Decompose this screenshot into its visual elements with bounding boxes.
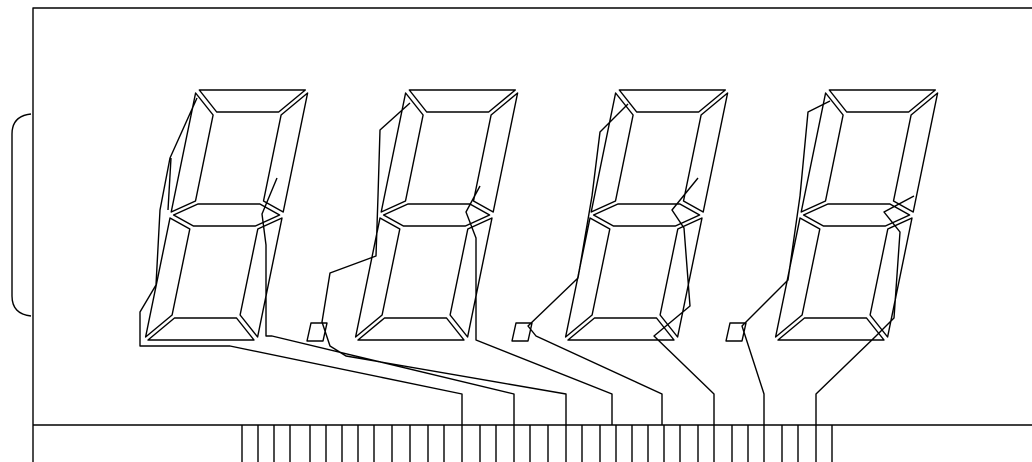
lcd-frame bbox=[11, 7, 1032, 462]
trace-5 bbox=[465, 185, 613, 425]
digit-3-segment-g bbox=[592, 203, 701, 227]
digit-1-segment-d bbox=[147, 317, 255, 341]
digit-1-segment-f bbox=[170, 92, 214, 213]
glass-outline bbox=[32, 7, 1032, 462]
trace-2 bbox=[261, 177, 515, 425]
digit-1-segment-g bbox=[172, 203, 281, 227]
digits bbox=[144, 89, 939, 341]
digit-2-segment-g bbox=[382, 203, 491, 227]
digit-3-segment-c bbox=[659, 217, 703, 338]
digit-2-segment-e bbox=[354, 217, 401, 338]
trace-9 bbox=[815, 195, 915, 425]
decimal-point-3 bbox=[725, 322, 747, 342]
digit-2-segment-a bbox=[408, 89, 516, 113]
digit-2-segment-f bbox=[380, 92, 424, 213]
digit-2 bbox=[354, 89, 519, 341]
digit-1-segment-b bbox=[262, 92, 309, 213]
trace-8 bbox=[741, 100, 831, 425]
digit-3-segment-d bbox=[567, 317, 675, 341]
digit-4-segment-f bbox=[800, 92, 844, 213]
digit-1-segment-c bbox=[239, 217, 283, 338]
digit-4-segment-b bbox=[892, 92, 939, 213]
decimal-point-1 bbox=[306, 322, 328, 342]
digit-1 bbox=[144, 89, 309, 341]
trace-1 bbox=[139, 97, 463, 425]
digit-3-segment-a bbox=[618, 89, 726, 113]
trace-6 bbox=[527, 103, 663, 425]
digit-1-segment-e bbox=[144, 217, 191, 338]
side-tab bbox=[11, 113, 32, 317]
electrode-traces bbox=[139, 97, 915, 425]
digit-3 bbox=[564, 89, 729, 341]
digit-4-segment-g bbox=[802, 203, 911, 227]
digit-4 bbox=[774, 89, 939, 341]
digit-2-segment-b bbox=[472, 92, 519, 213]
trace-4 bbox=[321, 102, 567, 425]
digit-4-segment-c bbox=[869, 217, 913, 338]
digit-2-segment-c bbox=[449, 217, 493, 338]
digit-4-segment-a bbox=[828, 89, 936, 113]
digit-1-segment-a bbox=[198, 89, 306, 113]
digit-2-segment-d bbox=[357, 317, 465, 341]
digit-4-segment-d bbox=[777, 317, 885, 341]
trace-7 bbox=[653, 177, 715, 425]
trace-3 bbox=[167, 157, 172, 211]
connector-pins bbox=[241, 425, 833, 462]
digit-3-segment-f bbox=[590, 92, 634, 213]
digit-4-segment-e bbox=[774, 217, 821, 338]
digit-3-segment-e bbox=[564, 217, 611, 338]
digit-3-segment-b bbox=[682, 92, 729, 213]
